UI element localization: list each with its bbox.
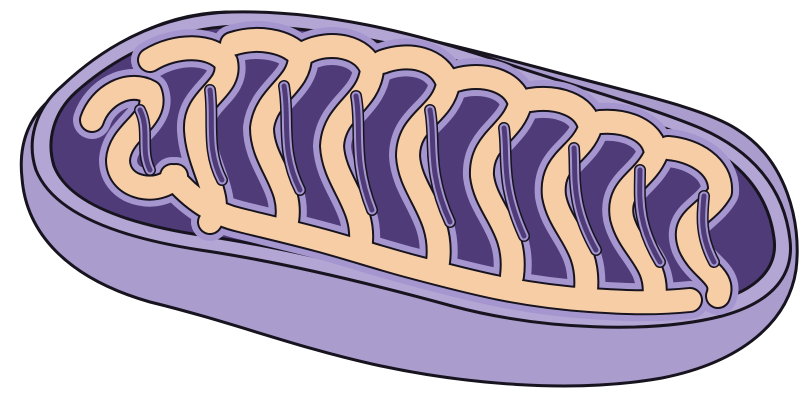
mitochondrion-illustration [0, 0, 803, 406]
mitochondrion-drawing [0, 0, 803, 406]
